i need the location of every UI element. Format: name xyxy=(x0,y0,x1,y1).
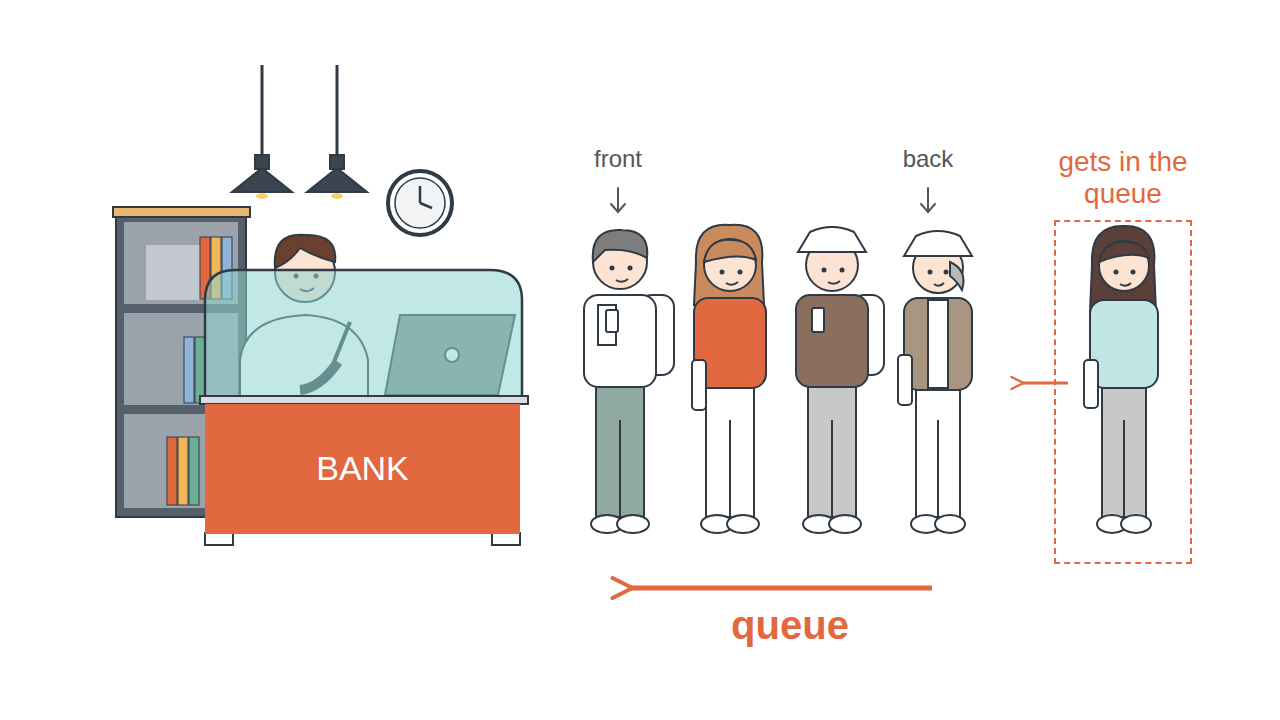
callout-text: gets in the queue xyxy=(1034,146,1212,210)
queue-entry-box: gets in the queue xyxy=(1034,146,1212,564)
person xyxy=(692,225,766,533)
dashed-outline xyxy=(1054,220,1192,564)
bank-desk: BANK xyxy=(205,404,520,534)
person xyxy=(796,227,884,533)
wall-clock xyxy=(388,171,452,235)
lamp xyxy=(232,65,367,199)
person xyxy=(898,231,972,533)
queue-label: queue xyxy=(731,603,849,648)
queue-arrow xyxy=(630,586,932,591)
person xyxy=(1084,226,1158,533)
back-label: back xyxy=(903,145,954,173)
glass-screen xyxy=(205,270,522,400)
desk-foot xyxy=(205,533,233,545)
person xyxy=(584,230,674,533)
desk-label: BANK xyxy=(316,449,409,488)
pointer-arrow xyxy=(611,188,935,212)
desk-foot xyxy=(492,533,520,545)
join-arrow xyxy=(1022,382,1068,385)
counter-top xyxy=(200,396,528,404)
front-label: front xyxy=(594,145,642,173)
